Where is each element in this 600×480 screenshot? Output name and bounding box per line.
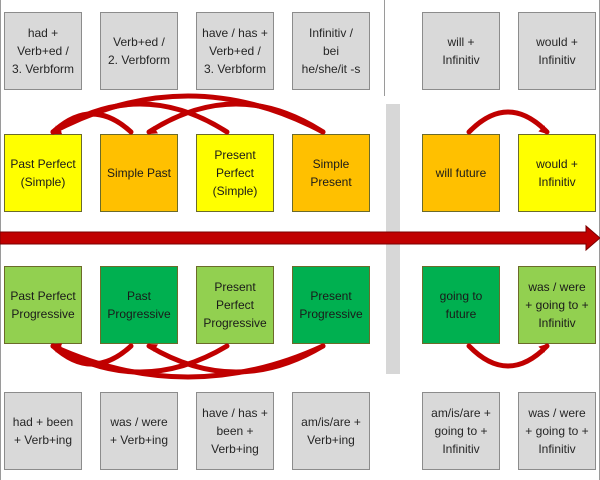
arrow-going-to-was-were-head (538, 344, 547, 353)
arrow-present-perfect-to-pp-head (53, 126, 62, 134)
arrow-will-to-would (466, 109, 550, 135)
present-perfect-progressive-box: Present Perfect Progressive (196, 266, 274, 344)
past-future-divider (386, 104, 400, 374)
was-were-going-to-box: was / were + going to + Infinitiv (518, 266, 596, 344)
past-perfect-simple-box: Past Perfect (Simple) (4, 134, 82, 212)
simple-past-box: Simple Past (100, 134, 178, 212)
going-to-future-box: going to future (422, 266, 500, 344)
present-progressive-box: Present Progressive (292, 266, 370, 344)
arrow-present-perfect-to-pp (50, 101, 230, 135)
arrow-present-prog-to-past-prog-head (149, 344, 158, 352)
will-infinitiv-box: will + Infinitiv (422, 12, 500, 90)
arrow-simple-present-to-pp-head (53, 126, 62, 135)
arrow-present-prog-to-ppp (50, 343, 326, 380)
arrow-going-to-was-were (466, 343, 550, 369)
will-future-box: will future (422, 134, 500, 212)
arrow-simple-present-to-past-head (149, 126, 158, 134)
verbed-box: Verb+ed / 2. Verbform (100, 12, 178, 90)
had-verbed-box: had + Verb+ed / 3. Verbform (4, 12, 82, 90)
was-were-going-to-formula-box: was / were + going to + Infinitiv (518, 392, 596, 470)
arrow-present-prog-to-past-prog (146, 343, 326, 375)
arrow-ppp-to-ppp-head (53, 344, 62, 352)
arrow-will-to-would-head (538, 125, 547, 134)
had-been-verbing-box: had + been + Verb+ing (4, 392, 82, 470)
timeline-arrow (0, 224, 600, 252)
arrow-past-prog-to-ppp (50, 343, 134, 367)
simple-present-box: Simple Present (292, 134, 370, 212)
am-is-are-verbing-box: am/is/are + Verb+ing (292, 392, 370, 470)
past-perfect-progressive-box: Past Perfect Progressive (4, 266, 82, 344)
arrow-simple-present-to-past (146, 101, 326, 135)
arrow-ppp-to-ppp (50, 343, 230, 375)
was-were-verbing-box: was / were + Verb+ing (100, 392, 178, 470)
arrow-simple-past-to-pp (50, 111, 134, 135)
have-has-been-verbing-box: have / has + been + Verb+ing (196, 392, 274, 470)
present-perfect-simple-box: Present Perfect (Simple) (196, 134, 274, 212)
left-border (0, 0, 1, 480)
arrow-past-prog-to-ppp-head (53, 344, 62, 353)
would-infinitiv-tense-box: would + Infinitiv (518, 134, 596, 212)
past-progressive-box: Past Progressive (100, 266, 178, 344)
have-has-verbed-box: have / has + Verb+ed / 3. Verbform (196, 12, 274, 90)
am-is-are-going-to-box: am/is/are + going to + Infinitiv (422, 392, 500, 470)
arrow-simple-present-to-pp (50, 93, 326, 135)
top-separator (384, 0, 385, 96)
arrow-present-prog-to-ppp-head (53, 343, 62, 352)
would-infinitiv-box: would + Infinitiv (518, 12, 596, 90)
infinitiv-s-box: Infinitiv / bei he/she/it -s (292, 12, 370, 90)
arrow-simple-past-to-pp-head (53, 125, 62, 134)
